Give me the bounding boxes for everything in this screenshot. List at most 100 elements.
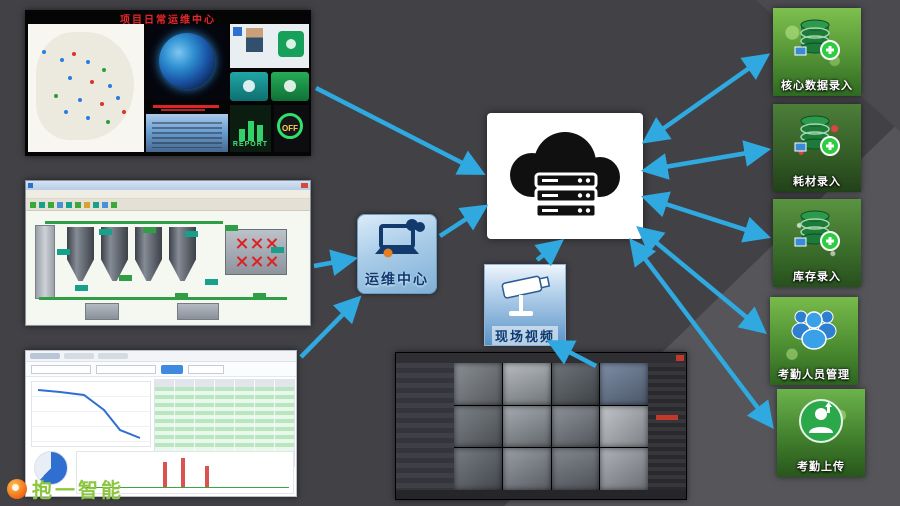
arrow-cloud-consumables bbox=[640, 140, 772, 180]
filter-input bbox=[188, 364, 224, 374]
camera-tile bbox=[600, 405, 648, 448]
elevator-tower bbox=[35, 225, 55, 299]
date-input bbox=[96, 364, 156, 374]
building-photo bbox=[146, 114, 228, 152]
toolbar-buttons bbox=[30, 202, 36, 208]
status-tile bbox=[278, 31, 304, 57]
database-plus-icon bbox=[794, 210, 840, 251]
live-video-label: 现场视频 bbox=[491, 326, 558, 345]
icon-inventory-entry: 库存录入 bbox=[773, 199, 861, 287]
dashboard-red-text-line bbox=[153, 105, 219, 108]
china-map-panel bbox=[28, 24, 144, 152]
bar bbox=[163, 462, 167, 487]
trend-line bbox=[37, 389, 141, 439]
camera-tile bbox=[502, 363, 551, 405]
close-icon bbox=[301, 183, 308, 188]
camera-tile bbox=[502, 405, 551, 448]
arrow-ops-to-cloud bbox=[438, 204, 489, 238]
dashboard-teal-button bbox=[230, 72, 268, 101]
date-input bbox=[31, 364, 91, 374]
ops-center-label: 运维中心 bbox=[365, 271, 429, 287]
pipe-bottom bbox=[39, 297, 287, 300]
report-label: REPORT bbox=[232, 141, 269, 148]
bar bbox=[205, 466, 209, 487]
scada-process-canvas bbox=[27, 211, 309, 324]
profile-panel bbox=[230, 24, 309, 68]
person-upload-icon bbox=[799, 399, 843, 443]
silo bbox=[169, 227, 196, 281]
dashboard-green-button bbox=[271, 72, 309, 101]
icon-label: 考勤人员管理 bbox=[778, 369, 850, 381]
dashboard-screenshot: 项目日常运维中心 REPORT OFF bbox=[25, 10, 311, 156]
close-icon bbox=[676, 355, 684, 361]
scada-menubar bbox=[26, 190, 310, 199]
cloud-server-icon bbox=[487, 113, 643, 239]
fan-icon bbox=[249, 253, 262, 269]
cctv-camera-icon bbox=[501, 275, 551, 316]
bar bbox=[181, 458, 185, 487]
pipe-top bbox=[45, 221, 223, 224]
icon-label: 考勤上传 bbox=[797, 461, 845, 473]
camera-tile bbox=[502, 448, 551, 490]
ptz-control-panel bbox=[648, 363, 686, 490]
scada-titlebar bbox=[26, 181, 310, 190]
fan-icon bbox=[234, 235, 247, 251]
report-tabs bbox=[26, 351, 296, 362]
earth-globe bbox=[159, 33, 215, 89]
live-video-icon: 现场视频 bbox=[484, 264, 566, 346]
camera-tile bbox=[600, 448, 648, 490]
database-plus-icon bbox=[794, 19, 840, 60]
query-button bbox=[161, 364, 183, 374]
camera-tile bbox=[600, 363, 648, 405]
brand-logo: 抱一智能 bbox=[7, 474, 124, 503]
people-group-icon bbox=[791, 310, 837, 350]
bar-axis bbox=[83, 487, 289, 488]
trend-line-chart bbox=[31, 381, 151, 447]
camera-tile bbox=[454, 448, 502, 490]
scada-toolbar bbox=[26, 199, 310, 211]
baghouse-unit bbox=[225, 229, 287, 275]
arrow-dashboard-to-cloud bbox=[314, 85, 486, 175]
tank bbox=[177, 303, 219, 320]
app-icon bbox=[28, 183, 33, 188]
bar-chart bbox=[76, 451, 294, 494]
avatar bbox=[246, 28, 263, 52]
arrow-video-icon-to-cloud bbox=[534, 239, 564, 267]
icon-label: 库存录入 bbox=[793, 271, 841, 283]
camera-list-panel bbox=[396, 363, 454, 490]
icon-consumables-entry: 耗材录入 bbox=[773, 104, 861, 192]
pie-chart bbox=[34, 451, 68, 485]
camera-tile bbox=[551, 448, 600, 490]
off-button: OFF bbox=[277, 113, 303, 139]
dashboard-red-text-line-2 bbox=[161, 109, 205, 111]
arrow-cloud-inventory bbox=[641, 191, 771, 243]
scada-screenshot bbox=[25, 180, 311, 326]
globe-panel bbox=[146, 24, 228, 100]
icon-label: 耗材录入 bbox=[793, 176, 841, 188]
off-button-panel: OFF bbox=[274, 105, 309, 152]
fan-icon bbox=[249, 235, 262, 251]
report-toolbar bbox=[26, 362, 296, 377]
fan-icon bbox=[234, 253, 247, 269]
brand-logo-text: 抱一智能 bbox=[32, 480, 124, 502]
video-status-bar bbox=[396, 490, 686, 499]
icon-core-data-entry: 核心数据录入 bbox=[773, 8, 861, 96]
icon-attendance-staff-management: 考勤人员管理 bbox=[770, 297, 858, 385]
map-landmass bbox=[36, 32, 134, 140]
silo bbox=[135, 227, 162, 281]
record-indicator bbox=[656, 415, 678, 420]
camera-tile bbox=[454, 405, 502, 448]
icon-attendance-upload: 考勤上传 bbox=[777, 389, 865, 477]
tank bbox=[85, 303, 119, 320]
arrow-scada-to-ops bbox=[313, 249, 359, 277]
fan-icon bbox=[265, 235, 278, 251]
camera-tile bbox=[551, 405, 600, 448]
report-chart-panel bbox=[230, 105, 271, 152]
cloud-server-glyph bbox=[510, 132, 620, 219]
report-table-screenshot bbox=[25, 350, 297, 497]
arrow-cloud-core-data bbox=[641, 53, 771, 144]
silo bbox=[67, 227, 94, 281]
camera-tile bbox=[551, 363, 600, 405]
dashboard-title: 项目日常运维中心 bbox=[120, 15, 216, 26]
